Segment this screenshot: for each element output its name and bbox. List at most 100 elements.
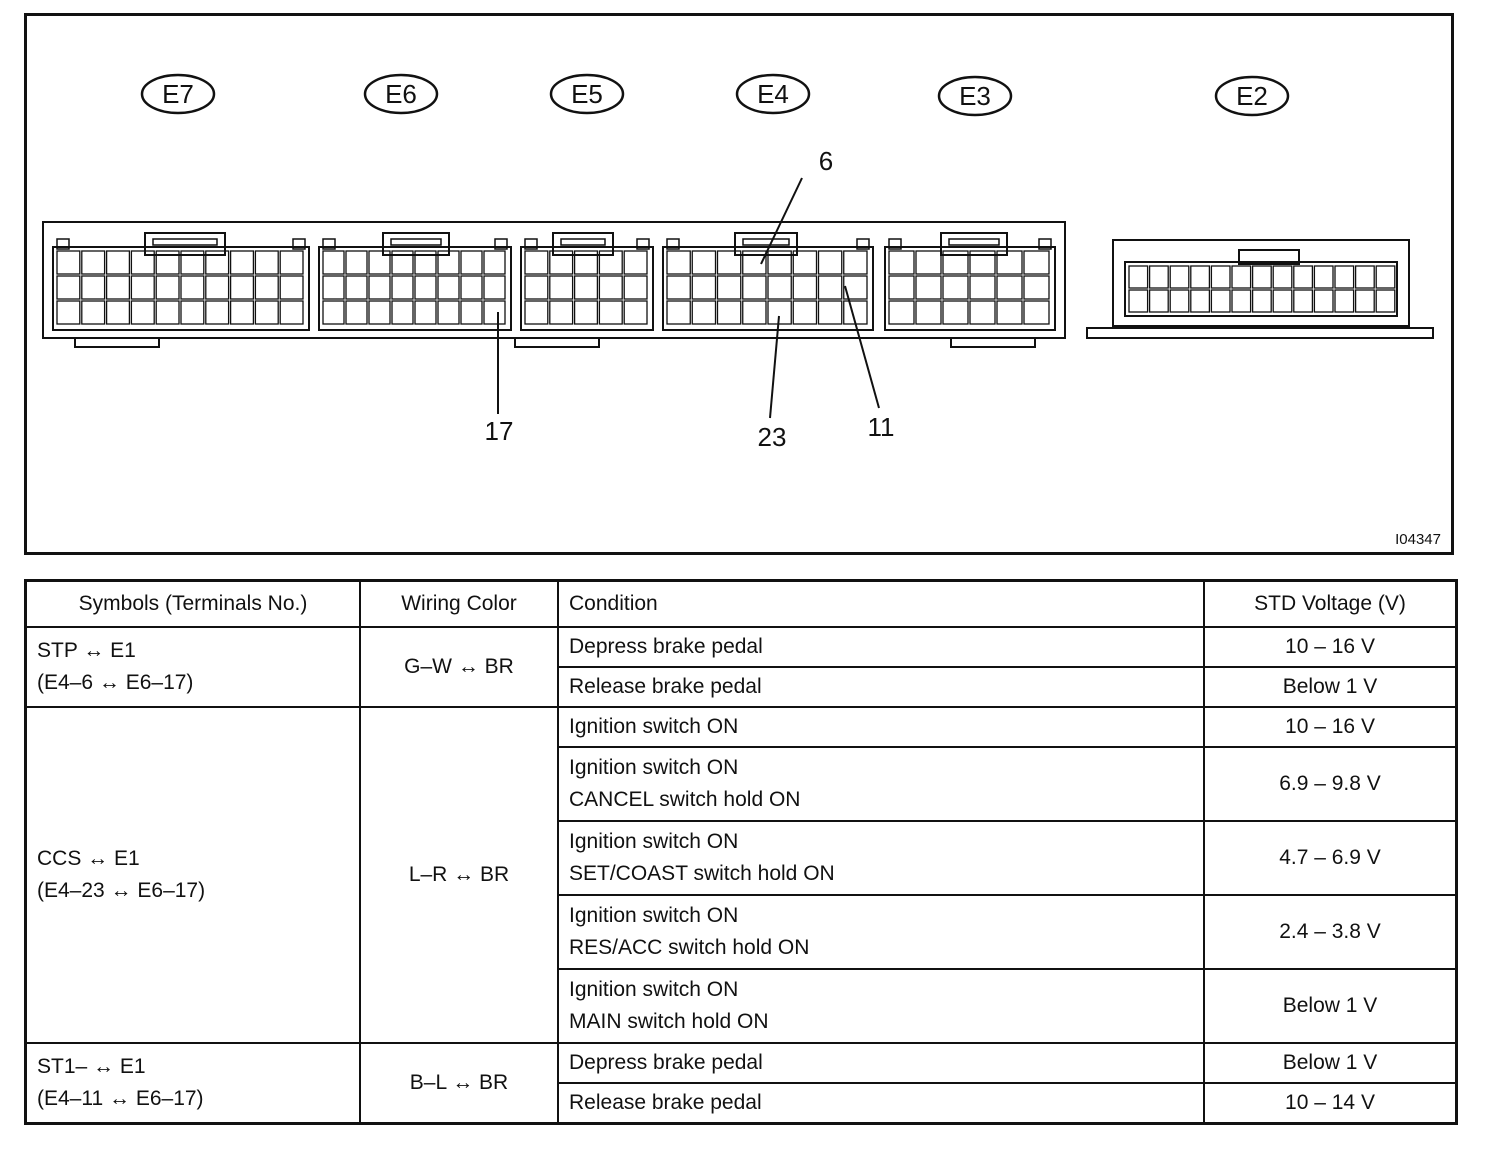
connector-latch-slot [152,238,218,246]
wiring-color-cell: B–L ↔ BR [359,1042,559,1125]
condition-cell: Ignition switch ON [557,706,1205,748]
connector-e6 [318,232,512,331]
terminal-cavity [205,250,230,275]
connector-label-ellipse [937,75,1013,117]
voltage-cell: 2.4 – 3.8 V [1203,894,1458,970]
terminal-cavity [1210,289,1231,313]
terminal-cavity [1354,265,1375,289]
header-wiring-color: Wiring Color [359,579,559,628]
terminal-cavity [460,250,483,275]
condition-line: Ignition switch ON [569,904,739,927]
callout-label: 6 [819,146,833,176]
e2-housing-outline [1112,239,1410,327]
terminal-cavity [229,300,255,325]
voltage-cell: 10 – 14 V [1203,1082,1458,1125]
table-header-row: Symbols (Terminals No.) Wiring Color Con… [24,579,1458,628]
terminal-cavity [56,300,81,325]
terminal-cavity [345,300,368,325]
terminal-cavity [205,300,230,325]
callout-leader-line [844,285,880,409]
terminal-cavity [81,275,106,300]
terminal-cavity [524,275,549,300]
terminal-cavity [888,250,915,275]
terminal-cavity [1148,289,1169,313]
terminal-cavity [460,300,483,325]
header-condition: Condition [557,579,1205,628]
condition-line: Depress brake pedal [569,1051,763,1074]
connector-e3 [884,232,1056,331]
terminal-cavity [279,275,304,300]
terminal-cavity [105,250,131,275]
callout-label: 17 [485,416,514,446]
connector-key [322,238,336,250]
terminal-cavity [915,275,942,300]
terminal-cavity [716,300,742,325]
connector-key [292,238,306,250]
table-row: ST1– ↔ E1 (E4–11 ↔ E6–17) B–L ↔ BR Depre… [24,1042,1458,1125]
terminal-cavity [322,300,345,325]
connector-frame [520,246,654,331]
terminal-cavity [716,250,742,275]
connector-label-text: E6 [385,79,417,109]
terminal-cavity [1334,265,1355,289]
terminal-cavity [573,300,599,325]
terminal-cavity [322,275,345,300]
wiring-color-cell: L–R ↔ BR [359,706,559,1044]
terminal-cavity [1375,265,1396,289]
terminal-cavity [996,250,1023,275]
connector-label-e3: E3 [937,75,1013,117]
connector-key [888,238,902,250]
terminal-cavity [888,300,915,325]
terminal-cavity [1128,265,1149,289]
table-row: STP ↔ E1 (E4–6 ↔ E6–17) G–W ↔ BR Depress… [24,626,1458,708]
terminal-cavity [691,250,717,275]
connector-label-ellipse [1214,75,1290,117]
terminal-cavity [666,300,691,325]
connector-key [1038,238,1052,250]
terminal-cavity [460,275,483,300]
condition-cell: Depress brake pedal [557,626,1205,668]
terminal-cavity [742,275,767,300]
terminal-cavity [573,250,599,275]
header-symbols: Symbols (Terminals No.) [24,579,361,628]
terminal-cavity [969,275,996,300]
connector-latch-slot [742,238,790,246]
terminal-cavity [368,250,391,275]
terminal-cavity [1293,289,1314,313]
condition-line: MAIN switch hold ON [569,1010,769,1033]
terminal-cavity [666,250,691,275]
terminal-cavity [229,250,255,275]
connector-key [56,238,70,250]
symbol-cell: ST1– ↔ E1 (E4–11 ↔ E6–17) [24,1042,361,1125]
terminal-cavity [1251,289,1272,313]
terminal-cavity [391,300,414,325]
terminal-cavity [817,275,843,300]
terminal-cavity [1251,265,1272,289]
e2-flange [1086,327,1434,339]
terminal-cavity [1148,265,1169,289]
terminal-cavity [368,300,391,325]
terminal-cavity [56,275,81,300]
e2-frame [1124,261,1398,317]
connector-key [636,238,650,250]
table-row: Ignition switch ON MAIN switch hold ON B… [26,968,1458,1044]
callout-23: 23 [758,315,786,452]
terminal-cavity [1190,289,1211,313]
terminal-cavity [368,275,391,300]
connector-e5 [520,232,654,331]
terminal-cavity [1169,289,1190,313]
terminal-cavity [155,250,180,275]
terminal-cavity [1231,289,1252,313]
callout-11: 11 [844,285,895,442]
terminal-cavity [391,250,414,275]
terminal-voltage-table: Symbols (Terminals No.) Wiring Color Con… [24,579,1458,1125]
connector-label-text: E3 [959,81,991,111]
condition-cell: Ignition switch ON CANCEL switch hold ON [557,746,1205,822]
connector-label-ellipse [140,73,216,115]
condition-cell: Depress brake pedal [557,1042,1205,1084]
connector-latch-slot [948,238,1000,246]
condition-line: Ignition switch ON [569,715,739,738]
terminal-cavity [598,275,623,300]
connector-key [524,238,538,250]
